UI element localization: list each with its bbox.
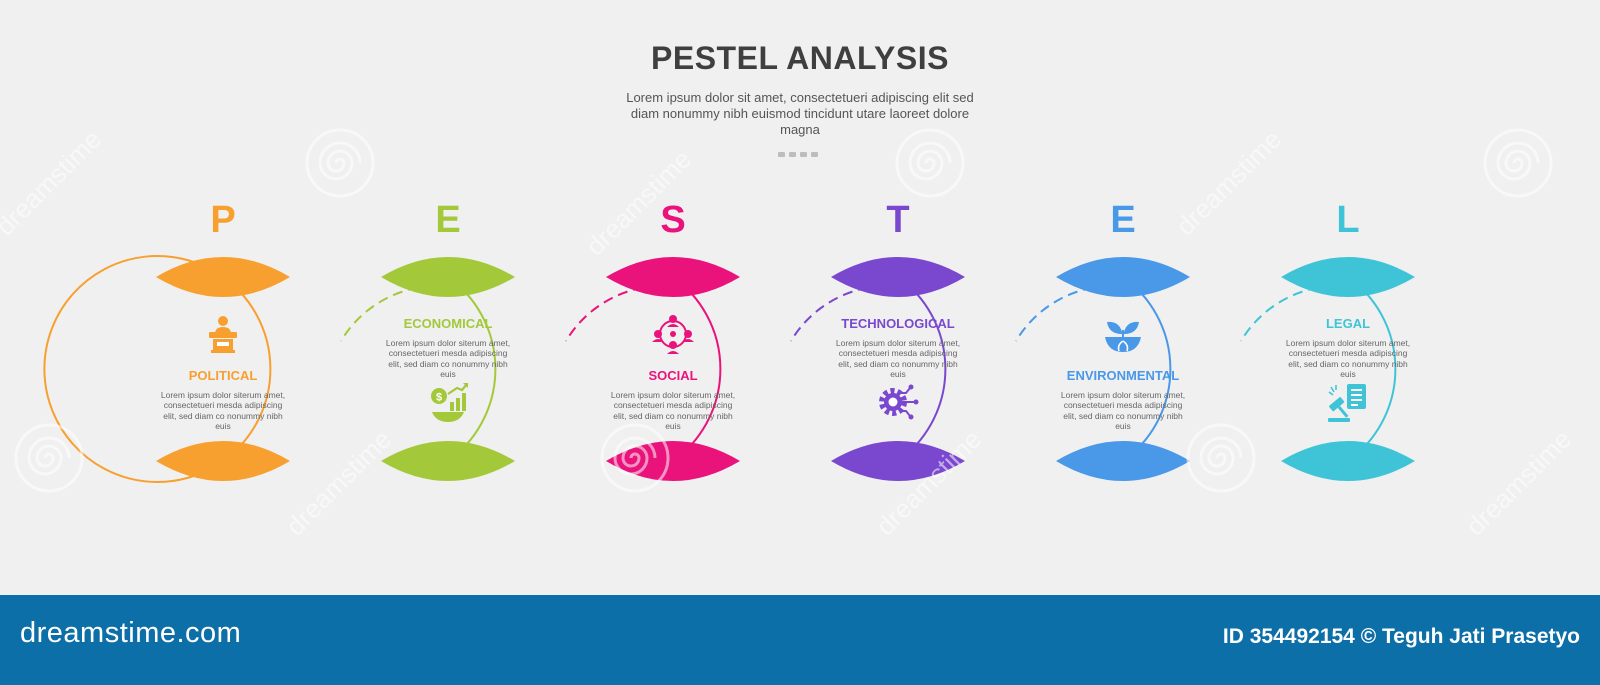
plant-hands-icon xyxy=(1101,312,1145,356)
pestel-item-shape xyxy=(340,257,515,481)
social-network-people-icon xyxy=(651,312,695,356)
bottom-lens-shape xyxy=(1056,441,1190,481)
page-title: PESTEL ANALYSIS xyxy=(651,40,949,76)
bottom-lens-shape xyxy=(156,441,290,481)
pestel-description: Lorem ipsum dolor siterum amet, consecte… xyxy=(610,390,736,431)
pestel-label: SOCIAL xyxy=(648,368,698,383)
bottom-lens-shape xyxy=(1281,441,1415,481)
pestel-letter: T xyxy=(886,199,910,241)
pestel-description: Lorem ipsum dolor siterum amet, consecte… xyxy=(1285,338,1411,379)
pestel-label: POLITICAL xyxy=(188,368,258,383)
title-dots-divider xyxy=(778,152,824,158)
pestel-description: Lorem ipsum dolor siterum amet, consecte… xyxy=(835,338,961,379)
gear-circuit-icon xyxy=(876,380,920,424)
footer-bar: dreamstime.com ID 354492154 © Teguh Jati… xyxy=(0,595,1600,685)
pestel-label: TECHNOLOGICAL xyxy=(841,316,955,331)
pestel-description: Lorem ipsum dolor siterum amet, consecte… xyxy=(385,338,511,379)
pestel-description: Lorem ipsum dolor siterum amet, consecte… xyxy=(1060,390,1186,431)
bottom-lens-shape xyxy=(381,441,515,481)
ring-right-arc xyxy=(222,276,272,462)
ring-right-arc xyxy=(672,276,722,462)
top-lens-shape xyxy=(156,257,290,297)
page-subtitle: Lorem ipsum dolor sit amet, consectetuer… xyxy=(626,90,974,137)
pestel-label: LEGAL xyxy=(1325,316,1371,331)
top-lens-shape xyxy=(606,257,740,297)
footer-credit: ID 354492154 © Teguh Jati Prasetyo xyxy=(1222,625,1580,648)
diagram-shapes xyxy=(43,255,1415,483)
pestel-item-shape xyxy=(1240,257,1415,481)
pestel-letter: E xyxy=(435,199,461,241)
ring-left-arc xyxy=(43,255,224,483)
ring-right-arc xyxy=(897,276,947,462)
pestel-label: ECONOMICAL xyxy=(403,316,493,331)
money-growth-chart-icon: $ xyxy=(426,380,470,424)
pestel-item-shape xyxy=(790,257,965,481)
podium-speaker-icon xyxy=(201,312,245,356)
top-lens-shape xyxy=(381,257,515,297)
bottom-lens-shape xyxy=(831,441,965,481)
svg-text:$: $ xyxy=(436,392,442,404)
top-lens-shape xyxy=(1056,257,1190,297)
gavel-document-icon xyxy=(1326,380,1370,424)
pestel-label: ENVIRONMENTAL xyxy=(1066,368,1180,383)
pestel-description: Lorem ipsum dolor siterum amet, consecte… xyxy=(160,390,286,431)
pestel-letter: P xyxy=(210,199,236,241)
pestel-item-shape xyxy=(43,255,290,483)
ring-right-arc xyxy=(1122,276,1172,462)
ring-right-arc xyxy=(447,276,497,462)
footer-brand: dreamstime.com xyxy=(20,617,242,649)
pestel-letter: S xyxy=(660,199,686,241)
top-lens-shape xyxy=(1281,257,1415,297)
pestel-letter: L xyxy=(1336,199,1360,241)
pestel-item-shape xyxy=(1015,257,1190,481)
pestel-diagram-canvas: PESTEL ANALYSIS Lorem ipsum dolor sit am… xyxy=(43,40,1415,483)
pestel-letter: E xyxy=(1110,199,1136,241)
ring-right-arc xyxy=(1347,276,1397,462)
top-lens-shape xyxy=(831,257,965,297)
